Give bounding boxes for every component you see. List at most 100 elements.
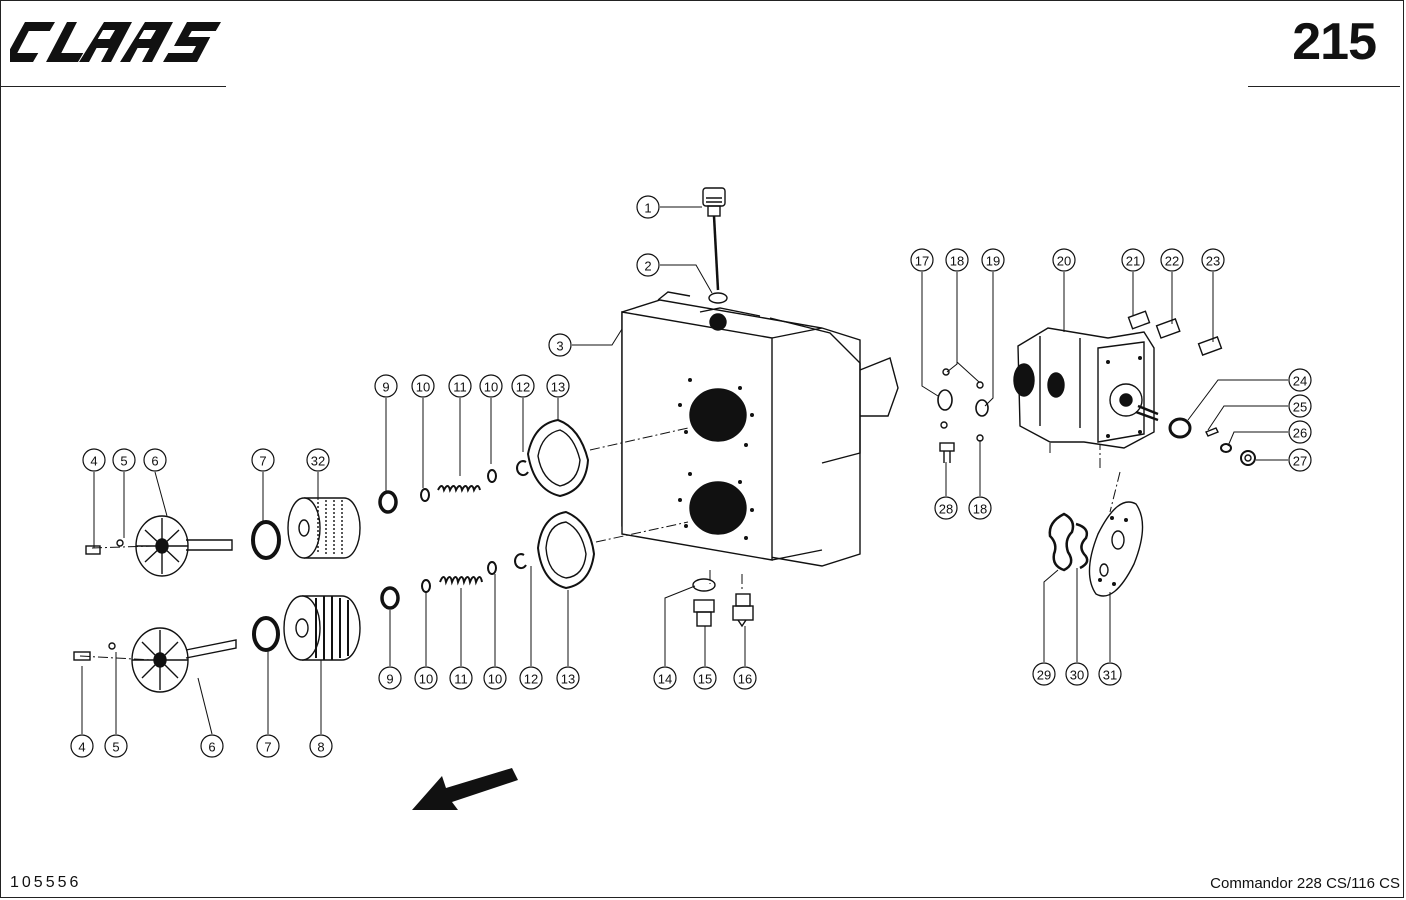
oil-tank-part — [621, 291, 899, 567]
lower-filter-element-part — [283, 595, 361, 661]
svg-text:29: 29 — [1037, 668, 1051, 683]
callout-10: 10 — [411, 374, 435, 398]
svg-text:19: 19 — [986, 254, 1000, 269]
callout-8: 8 — [309, 734, 333, 758]
svg-text:18: 18 — [973, 502, 987, 517]
callout-23: 23 — [1201, 248, 1225, 272]
upper-gasket-part — [526, 418, 590, 498]
pump-oring-2-part — [976, 381, 984, 389]
callout-13: 13 — [546, 374, 570, 398]
pump-seal-small-part — [975, 399, 989, 417]
svg-text:13: 13 — [561, 672, 575, 687]
header-rule-right — [1248, 86, 1400, 87]
key-part — [1205, 427, 1219, 437]
breather-plug-part — [732, 593, 754, 628]
svg-text:24: 24 — [1293, 374, 1307, 389]
callout-1: 1 — [636, 195, 660, 219]
callout-2: 2 — [636, 253, 660, 277]
callout-12b: 12 — [519, 666, 543, 690]
svg-text:12: 12 — [516, 380, 530, 395]
dipstick-part — [702, 187, 726, 291]
callout-27: 27 — [1288, 448, 1312, 472]
svg-text:1: 1 — [644, 201, 651, 216]
page-number: 215 — [1292, 13, 1377, 71]
svg-text:10: 10 — [484, 380, 498, 395]
washer-26-part — [1220, 443, 1232, 453]
callout-4: 4 — [82, 448, 106, 472]
svg-text:26: 26 — [1293, 426, 1307, 441]
gear-pump-part — [1013, 327, 1159, 449]
upper-filter-seal-part — [251, 520, 281, 560]
svg-text:9: 9 — [386, 672, 393, 687]
svg-text:3: 3 — [556, 339, 563, 354]
callout-3: 3 — [548, 333, 572, 357]
pump-bolt-part — [939, 442, 955, 463]
callout-10b: 10 — [479, 374, 503, 398]
callout-11: 11 — [448, 374, 472, 398]
model-name: Commandor 228 CS/116 CS — [1210, 875, 1400, 892]
upper-washer-part — [378, 490, 398, 514]
lower-circlip-part — [514, 553, 527, 570]
callout-19: 19 — [981, 248, 1005, 272]
lower-spring-part — [439, 576, 483, 586]
svg-text:16: 16 — [738, 672, 752, 687]
callout-24: 24 — [1288, 368, 1312, 392]
callout-26: 26 — [1288, 420, 1312, 444]
svg-text:13: 13 — [551, 380, 565, 395]
callout-18b: 18 — [968, 496, 992, 520]
svg-text:4: 4 — [78, 740, 85, 755]
svg-text:15: 15 — [698, 672, 712, 687]
callout-7b: 7 — [256, 734, 280, 758]
callout-17: 17 — [910, 248, 934, 272]
upper-spring-part — [437, 485, 481, 493]
callout-25: 25 — [1288, 394, 1312, 418]
callout-11b: 11 — [449, 666, 473, 690]
callout-15: 15 — [693, 666, 717, 690]
upper-washer-2-part — [487, 469, 497, 483]
pump-oring-part — [942, 368, 950, 376]
callout-29: 29 — [1032, 662, 1056, 686]
callout-9: 9 — [374, 374, 398, 398]
callout-28: 28 — [934, 496, 958, 520]
svg-text:28: 28 — [939, 502, 953, 517]
callout-31: 31 — [1098, 662, 1122, 686]
svg-text:22: 22 — [1165, 254, 1179, 269]
svg-text:6: 6 — [151, 454, 158, 469]
svg-text:17: 17 — [915, 254, 929, 269]
svg-text:20: 20 — [1057, 254, 1071, 269]
svg-text:18: 18 — [950, 254, 964, 269]
upper-filter-cover-part — [85, 515, 233, 577]
callout-20: 20 — [1052, 248, 1076, 272]
callout-30: 30 — [1065, 662, 1089, 686]
svg-text:14: 14 — [658, 672, 672, 687]
svg-text:31: 31 — [1103, 668, 1117, 683]
svg-text:11: 11 — [453, 380, 467, 395]
callout-7: 7 — [251, 448, 275, 472]
svg-text:10: 10 — [488, 672, 502, 687]
svg-text:5: 5 — [112, 740, 119, 755]
pump-plate-part — [1088, 501, 1144, 597]
lower-filter-cover-part — [73, 627, 237, 693]
svg-text:5: 5 — [120, 454, 127, 469]
callout-10c: 10 — [414, 666, 438, 690]
drain-seal-part — [692, 578, 716, 592]
svg-text:10: 10 — [416, 380, 430, 395]
callout-12: 12 — [511, 374, 535, 398]
seal-ring-part — [708, 292, 728, 304]
callout-32: 32 — [306, 448, 330, 472]
svg-text:27: 27 — [1293, 454, 1307, 469]
header-rule-left — [0, 86, 226, 87]
drawing-number: 105556 — [10, 874, 82, 891]
callout-6b: 6 — [200, 734, 224, 758]
callout-10d: 10 — [483, 666, 507, 690]
callout-5: 5 — [112, 448, 136, 472]
lower-washer-part — [380, 586, 400, 610]
svg-text:12: 12 — [524, 672, 538, 687]
brand-logo — [10, 22, 222, 62]
callout-13b: 13 — [556, 666, 580, 690]
lower-washer-2-part — [487, 561, 497, 575]
pump-gasket-29-part — [1048, 512, 1075, 572]
